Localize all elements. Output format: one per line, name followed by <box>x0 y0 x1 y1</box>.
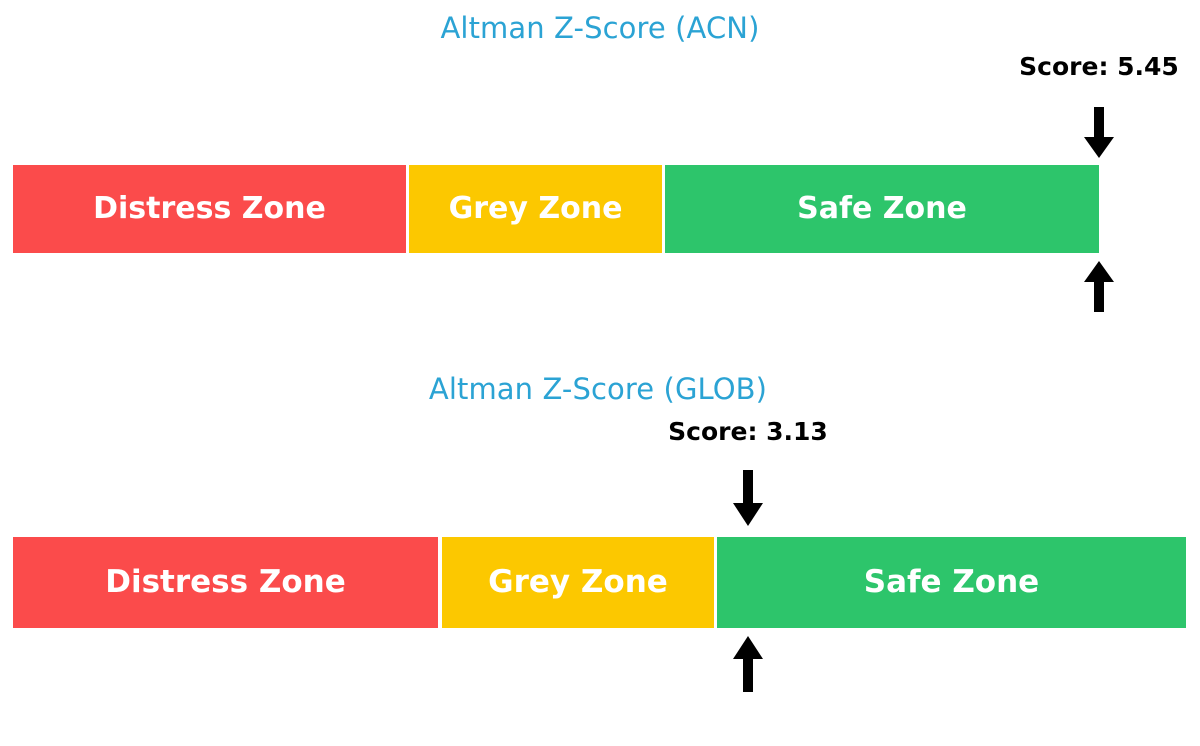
zone-bar-glob: Distress Zone Grey Zone Safe Zone <box>0 537 1200 628</box>
zone-label-distress-glob: Distress Zone <box>105 564 346 600</box>
score-label-glob: Score: 3.13 <box>668 417 828 446</box>
arrow-up-icon-acn <box>1082 261 1116 313</box>
arrow-down-icon-glob <box>731 470 765 527</box>
zone-grey-glob: Grey Zone <box>442 537 714 628</box>
zone-label-safe-glob: Safe Zone <box>863 564 1040 600</box>
zone-distress-glob: Distress Zone <box>13 537 438 628</box>
zone-label-distress-acn: Distress Zone <box>93 191 326 226</box>
zone-safe-glob: Safe Zone <box>717 537 1186 628</box>
zone-label-grey-glob: Grey Zone <box>488 564 668 600</box>
zone-distress-acn: Distress Zone <box>13 165 406 253</box>
chart-title-glob: Altman Z-Score (GLOB) <box>428 372 768 406</box>
zone-bar-acn: Distress Zone Grey Zone Safe Zone <box>0 165 1200 253</box>
arrow-down-icon-acn <box>1082 107 1116 159</box>
zone-safe-acn: Safe Zone <box>665 165 1099 253</box>
chart-title-acn: Altman Z-Score (ACN) <box>440 11 760 45</box>
arrow-up-icon-glob <box>731 636 765 693</box>
score-label-acn: Score: 5.45 <box>1019 52 1179 81</box>
zone-grey-acn: Grey Zone <box>409 165 662 253</box>
zone-label-safe-acn: Safe Zone <box>797 191 967 226</box>
zone-label-grey-acn: Grey Zone <box>448 191 623 226</box>
